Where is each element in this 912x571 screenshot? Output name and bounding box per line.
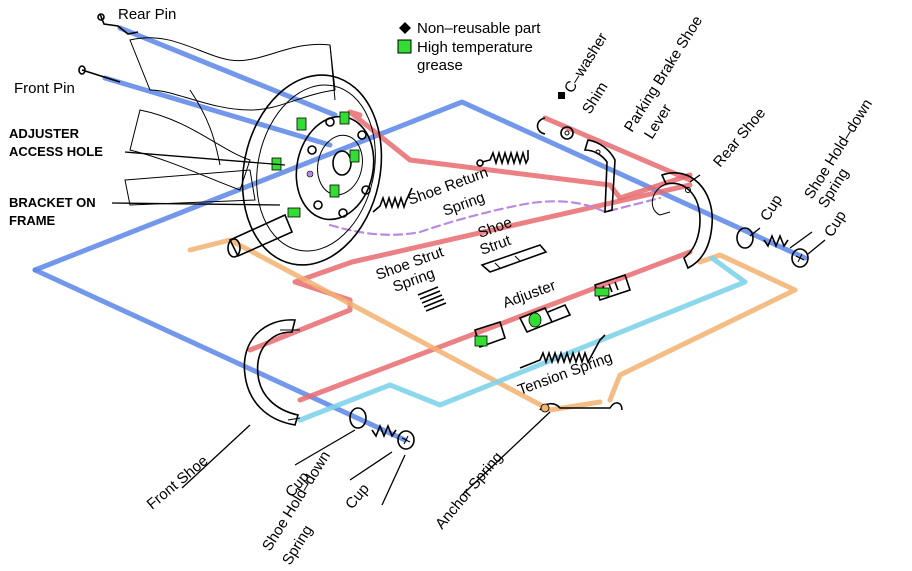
label-anchor-spring: Anchor Spring <box>432 449 506 533</box>
front-pin-part <box>78 65 121 83</box>
blue-line <box>117 25 338 118</box>
backing-plate-assembly <box>124 37 383 266</box>
legend-grease-line2: grease <box>417 57 463 74</box>
shoe-strut-part <box>480 244 548 273</box>
label-front-pin: Front Pin <box>14 80 75 97</box>
label-cup-upper-b: Cup <box>821 208 850 240</box>
blue-line <box>32 267 408 443</box>
blue-line <box>32 99 808 273</box>
shoe-return-spring-part <box>372 150 529 213</box>
label-adjuster-access-2: ACCESS HOLE <box>9 144 103 159</box>
shoe-strut-spring-part <box>417 286 447 312</box>
cyan-line <box>297 255 748 423</box>
guide-lines <box>32 25 808 443</box>
legend-grease-line1: High temperature <box>417 39 533 56</box>
adjuster-part <box>474 273 632 349</box>
label-front-shoe: Front Shoe <box>144 452 212 513</box>
label-adjuster-access-1: ADJUSTER <box>9 126 80 141</box>
label-bracket-2: FRAME <box>9 213 56 228</box>
label-shim: Shim <box>579 79 612 117</box>
non-reusable-marker <box>558 92 565 99</box>
legend: Non–reusable part High temperature greas… <box>397 20 541 74</box>
label-cup-lower-b: Cup <box>342 481 373 513</box>
shim-part <box>560 126 574 140</box>
leader-lines <box>111 92 826 506</box>
label-rear-shoe: Rear Shoe <box>710 105 769 171</box>
rear-shoe-part <box>651 172 713 270</box>
label-rear-pin: Rear Pin <box>118 6 176 23</box>
diamond-icon <box>399 22 411 34</box>
red-line <box>542 115 693 183</box>
anchor-spring-part <box>539 402 623 413</box>
rear-pin-part <box>97 13 139 35</box>
blue-line <box>102 75 333 148</box>
label-bracket-1: BRACKET ON <box>9 195 96 210</box>
parking-brake-lever-part <box>583 139 616 214</box>
front-shoe-part <box>243 319 301 426</box>
front-cup-hold-down-parts <box>349 407 415 450</box>
tension-spring-part <box>519 334 606 369</box>
purple-dashed-line <box>328 196 662 236</box>
green-square-icon <box>397 39 412 54</box>
orange-line <box>187 237 603 413</box>
label-cup-upper-a: Cup <box>757 192 786 224</box>
rear-cup-hold-down-parts <box>736 227 809 268</box>
legend-non-reusable: Non–reusable part <box>417 20 541 37</box>
red-line <box>347 109 693 201</box>
c-washer-part <box>536 117 546 135</box>
